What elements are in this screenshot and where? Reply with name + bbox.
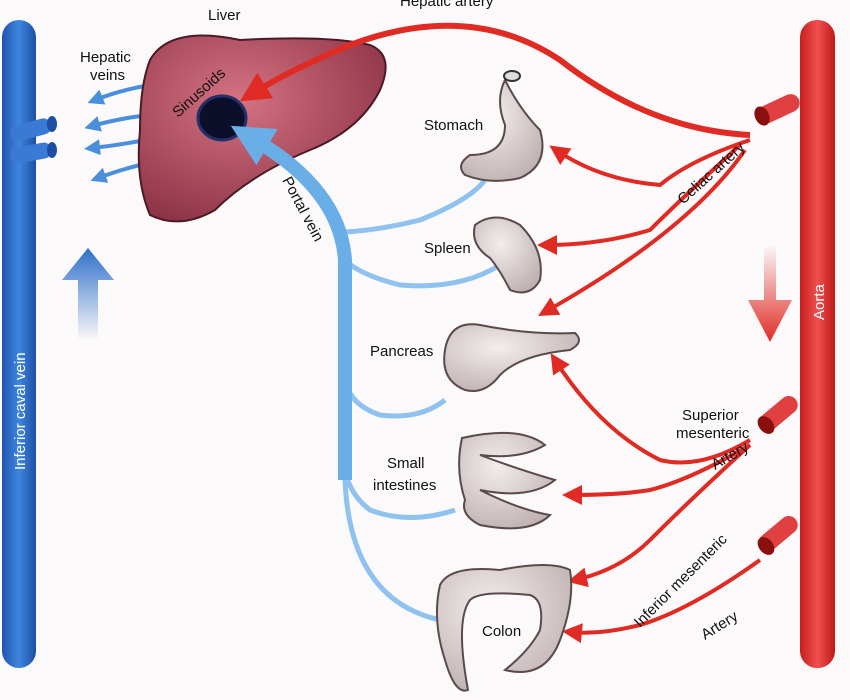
upward-flow-arrow-icon [62, 248, 114, 340]
hepatic-artery-label: Hepatic artery [400, 0, 494, 10]
inferior-caval-vein-label: Inferior caval vein [12, 352, 29, 470]
small-intestines-label-line1: Small [387, 455, 425, 472]
celiac-branches [537, 138, 751, 316]
small-intestines [458, 431, 558, 530]
downward-flow-arrow-icon [748, 245, 792, 342]
spleen [473, 216, 542, 294]
pancreas [443, 323, 580, 392]
superior-mesenteric-label-line1: Superior [682, 407, 739, 424]
stomach-label: Stomach [424, 117, 483, 134]
small-intestines-label-line2: intestines [373, 477, 436, 494]
inferior-caval-vein: Inferior caval vein [2, 20, 36, 668]
hepatic-veins-label-line2: veins [90, 67, 125, 84]
liver-label: Liver [208, 7, 241, 24]
superior-mesenteric-branches [550, 353, 752, 588]
superior-mesenteric-artery [757, 396, 798, 434]
portal-vein-arrow [230, 125, 352, 480]
liver [137, 34, 387, 223]
hepatic-artery-arrow [239, 22, 751, 138]
hepatic-veins-label-line1: Hepatic [80, 49, 131, 66]
hepatic-vein-stubs [10, 116, 57, 164]
sinusoids [196, 94, 248, 142]
inferior-mesenteric-artery [757, 516, 798, 555]
stomach-opening [503, 70, 521, 82]
celiac-artery-label: Celiac artery [674, 139, 748, 208]
portal-vein-system [342, 178, 502, 623]
aorta: Aorta [800, 20, 835, 668]
colon [436, 564, 573, 692]
colon-label: Colon [482, 623, 521, 640]
inferior-mesenteric-label-line2: Artery [698, 608, 741, 644]
superior-mesenteric-label-line3: Artery [709, 438, 753, 473]
inferior-mesenteric-branch [562, 558, 762, 644]
stomach [460, 77, 544, 182]
aorta-label: Aorta [811, 283, 828, 320]
pancreas-label: Pancreas [370, 343, 433, 360]
celiac-artery [754, 94, 800, 126]
spleen-label: Spleen [424, 240, 471, 257]
superior-mesenteric-label-line2: mesenteric [676, 425, 750, 442]
